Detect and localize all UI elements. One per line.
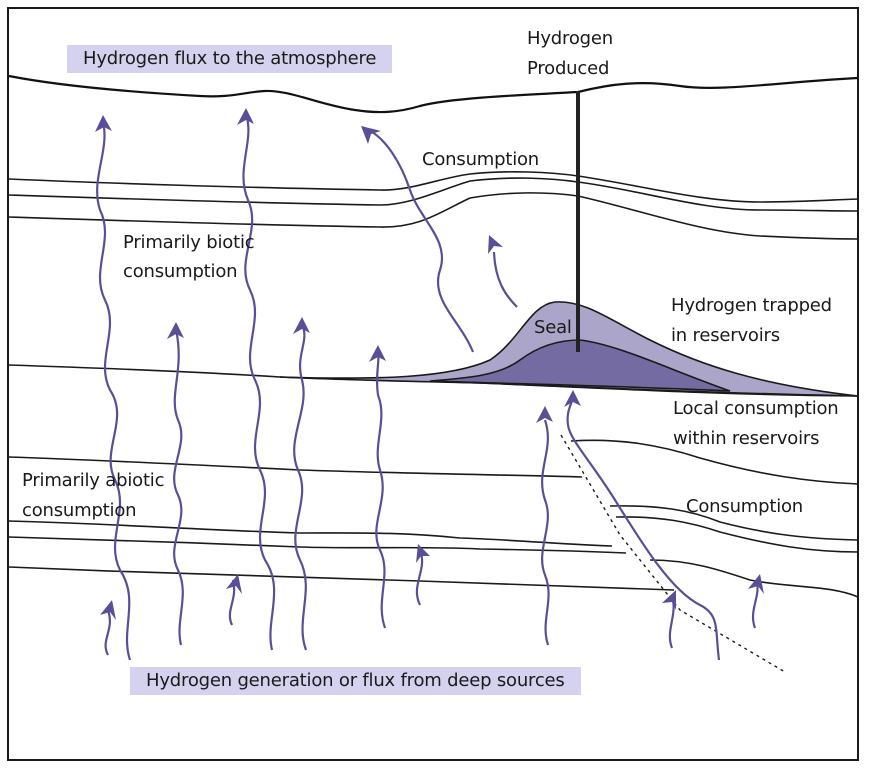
label-primarily-biotic-2: consumption [123,261,238,282]
label-consumption-upper: Consumption [422,149,540,170]
flow-arrow [492,251,518,308]
arrowhead-icon [293,317,310,334]
label-trapped-2: in reservoirs [671,325,780,346]
fault-block-stratum-3 [615,516,859,553]
fault-block-stratum-2 [609,505,859,541]
arrowhead-icon [100,600,116,620]
arrowhead-icon [237,108,254,125]
arrowhead-icon [564,390,581,407]
label-local-consumption-2: within reservoirs [673,428,820,449]
label-flux-atmosphere: Hydrogen flux to the atmosphere [67,45,393,73]
arrowhead-icon [226,574,242,594]
middle-stratum-4 [8,566,675,591]
diagram-frame [7,7,859,761]
reservoir-body [429,339,731,392]
label-primarily-abiotic-2: consumption [22,500,137,521]
arrowhead-icon [361,126,381,144]
flow-arrow [242,114,276,651]
flow-arrow [566,395,721,661]
label-primarily-abiotic-1: Primarily abiotic [22,470,165,491]
upper-stratum-1 [8,171,859,203]
arrowhead-icon [95,115,112,132]
label-deep-sources: Hydrogen generation or flux from deep so… [130,667,581,695]
label-primarily-biotic-1: Primarily biotic [123,232,255,253]
flow-arrow [293,324,308,651]
middle-stratum-3 [8,536,627,554]
arrowhead-icon [167,322,184,339]
arrowhead-icon [748,574,764,594]
upper-stratum-2 [8,177,859,212]
label-consumption-lower: Consumption [686,496,804,517]
flow-arrow [371,131,475,353]
upper-stratum-3 [8,192,859,240]
middle-stratum-2 [8,520,613,547]
arrow-heads [95,108,764,620]
arrowhead-icon [488,235,503,254]
label-trapped-1: Hydrogen trapped [671,295,832,316]
flow-arrow [173,329,184,646]
label-seal: Seal [534,317,572,338]
middle-stratum-1 [8,456,583,478]
arrowhead-icon [662,590,676,610]
flow-arrow [104,609,111,656]
fault-line [560,434,786,673]
label-hydrogen-produced-2: Produced [527,58,610,79]
arrowhead-icon [369,345,386,362]
flow-arrow [541,419,550,646]
arrowhead-icon [416,544,430,563]
flow-arrow [96,121,132,661]
flow-arrow [375,351,387,629]
label-local-consumption-1: Local consumption [673,398,839,419]
fault-block-stratum-4 [649,559,859,598]
arrowhead-icon [536,406,553,423]
ground-surface-line [8,74,859,114]
label-hydrogen-produced-1: Hydrogen [527,28,613,49]
fault-block-stratum-1 [570,439,859,485]
